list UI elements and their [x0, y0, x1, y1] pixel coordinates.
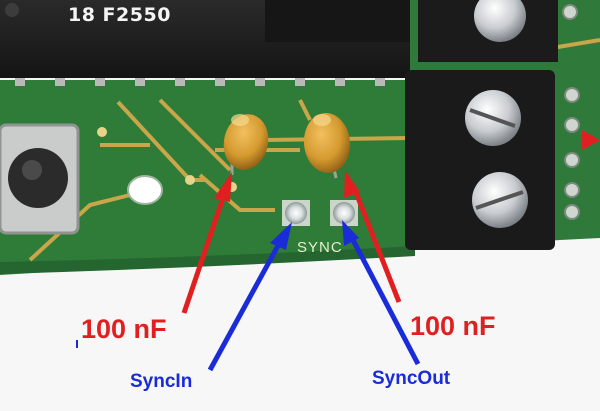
screw-slot [469, 108, 516, 128]
header-pins [562, 4, 580, 220]
screw-top [474, 0, 526, 42]
capacitor-right [303, 113, 351, 179]
sync-in-pad [282, 200, 310, 226]
capacitor-left [223, 114, 269, 175]
edge-red-arrow [582, 130, 600, 150]
screw-slot [475, 190, 524, 210]
red-arrows [181, 130, 600, 314]
via [97, 127, 107, 137]
pcb-edge [0, 246, 415, 274]
chip-pins [15, 78, 385, 86]
chip-marking: 18 F2550 [68, 4, 171, 26]
capacitor-right-label: 100 nF [410, 311, 496, 341]
sync-in-label: SyncIn [130, 371, 193, 392]
silkscreen-sync-label: SYNC [297, 239, 343, 256]
sync-out-pad [330, 200, 358, 226]
capacitor-left-label: 100 nF [81, 314, 167, 344]
sync-out-label: SyncOut [372, 368, 451, 389]
push-button-highlight [22, 160, 42, 180]
chip-socket-top [265, 0, 410, 42]
mounting-hole [127, 175, 163, 205]
chip-logo-mark [5, 3, 19, 17]
via [185, 175, 195, 185]
push-button-frame [0, 123, 80, 235]
blue-arrows [207, 220, 421, 372]
